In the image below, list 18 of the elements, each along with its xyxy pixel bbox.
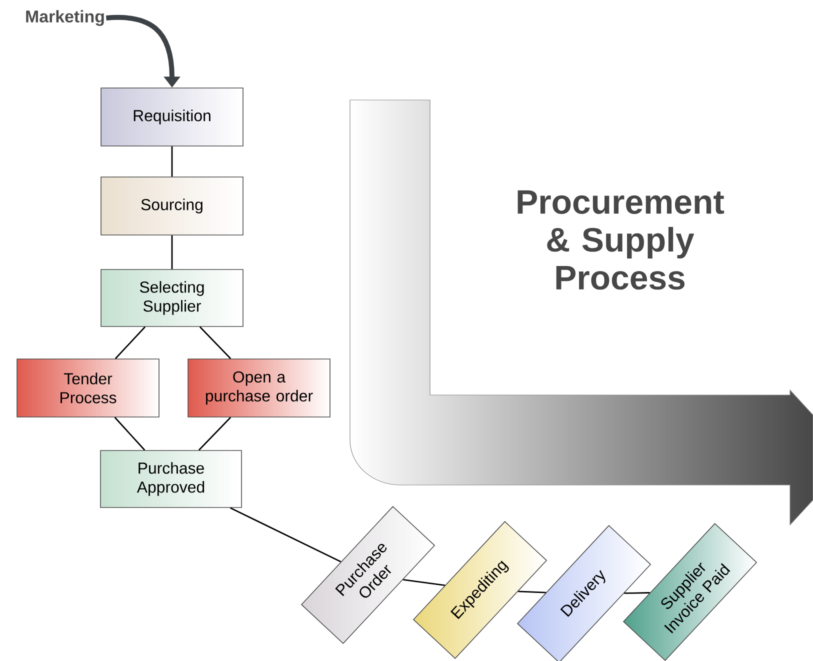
connector-line [403, 579, 445, 586]
process-box: Tender Process [16, 358, 160, 418]
process-box: Sourcing [100, 176, 244, 236]
process-box: Selecting Supplier [100, 269, 244, 327]
connector-line [198, 416, 232, 451]
process-box: Open a purchase order [188, 358, 330, 418]
connector-line [114, 416, 146, 451]
connector-line [230, 507, 342, 562]
connector-line [171, 235, 173, 270]
process-box: Purchase Approved [100, 450, 242, 508]
bare-label: Marketing [26, 10, 104, 26]
connector-line [518, 590, 546, 594]
connector-line [114, 326, 146, 360]
connector-line [171, 146, 173, 177]
process-box: Requisition [100, 88, 244, 146]
connector-line [199, 326, 232, 360]
connector-line [624, 592, 650, 594]
title: Procurement & Supply Process [518, 190, 724, 290]
